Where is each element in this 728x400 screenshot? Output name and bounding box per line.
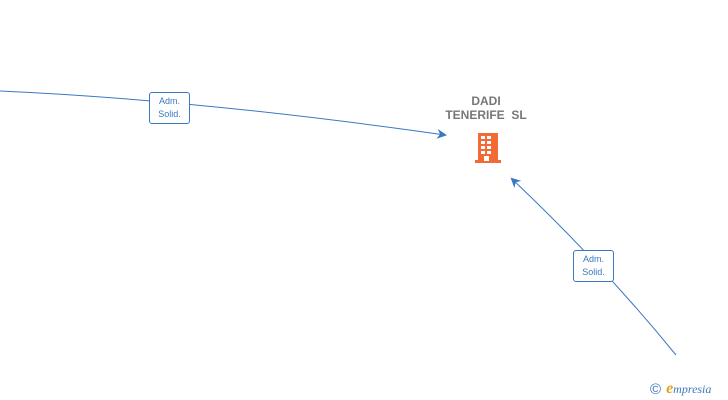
brand-name: mpresia xyxy=(673,381,712,396)
company-name-line2: TENERIFE SL xyxy=(445,108,527,122)
empresia-watermark: © e mpresia xyxy=(650,380,711,398)
edge-label-1-line2: Solid. xyxy=(158,109,181,119)
edge-label-2-line1: Adm. xyxy=(582,254,604,264)
company-name[interactable]: DADI TENERIFE SL xyxy=(426,94,546,122)
copyright-icon: © xyxy=(650,380,662,398)
brand-initial: e xyxy=(666,380,674,397)
edge-label-2[interactable]: Adm. Solid. xyxy=(573,250,614,282)
edge-label-1-line1: Adm. xyxy=(158,96,180,106)
company-name-line1: DADI xyxy=(471,94,501,108)
building-icon[interactable] xyxy=(473,131,503,163)
edge-label-1[interactable]: Adm. Solid. xyxy=(149,92,190,124)
edge-line-1[interactable] xyxy=(0,90,447,139)
edge-label-2-line2: Solid. xyxy=(582,267,605,277)
